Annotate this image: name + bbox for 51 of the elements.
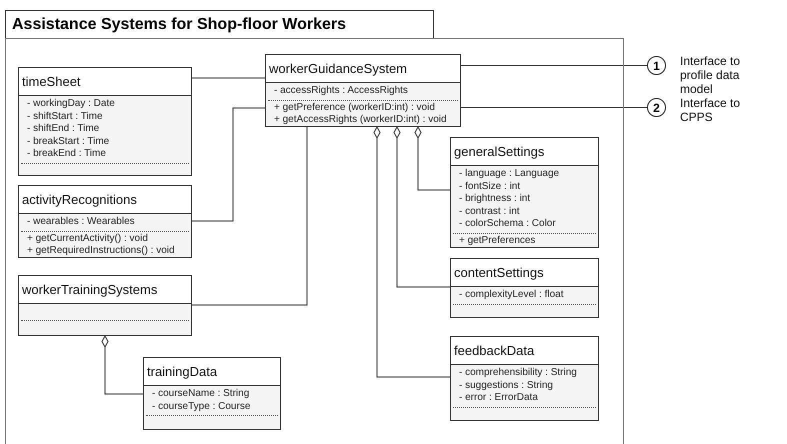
class-box <box>265 54 461 127</box>
class-attribute: - breakEnd : Time <box>27 148 107 161</box>
interface-label: Interface to CPPS <box>680 96 742 124</box>
class-box <box>450 258 599 318</box>
class-name: contentSettings <box>454 266 544 279</box>
class-box <box>18 185 192 258</box>
class-box <box>450 137 599 248</box>
connector <box>394 126 450 288</box>
class-attribute: - accessRights : AccessRights <box>274 85 409 98</box>
class-attribute: - shiftEnd : Time <box>27 123 100 136</box>
class-method: + getPreferences <box>459 234 536 248</box>
class-box <box>143 357 281 430</box>
class-name: workerTrainingSystems <box>22 283 158 296</box>
class-attribute: - breakStart : Time <box>27 136 110 148</box>
class-method: + getCurrentActivity() : void <box>27 232 149 246</box>
connector <box>192 126 308 306</box>
class-attribute: - shiftStart : Time <box>27 110 104 124</box>
class-method: + getRequiredInstructions() : void <box>27 245 176 258</box>
class-attribute: - brightness : int <box>459 193 532 206</box>
connector <box>460 107 648 108</box>
class-name: workerGuidanceSystem <box>269 62 407 75</box>
class-attribute: - fontSize : int <box>459 180 522 194</box>
class-box <box>18 67 192 176</box>
class-attribute: - contrast : int <box>459 206 521 218</box>
class-box <box>18 275 192 336</box>
class-attribute: - courseName : String <box>152 388 250 401</box>
class-attribute: - colorSchema : Color <box>459 218 557 231</box>
class-attribute: - complexityLevel : float <box>459 289 564 302</box>
class-attribute: - language : Language <box>459 168 560 181</box>
class-attribute: - courseType : Course <box>152 400 252 414</box>
class-attribute: - wearables : Wearables <box>27 216 136 229</box>
uml-package <box>5 10 624 444</box>
package-title: Assistance Systems for Shop-floor Workers <box>5 10 434 39</box>
connector <box>192 108 266 222</box>
class-attribute: - error : ErrorData <box>459 392 539 405</box>
class-box <box>450 336 599 421</box>
class-method: + getPreference (workerID:int) : void <box>274 102 436 114</box>
class-name: trainingData <box>147 365 218 378</box>
class-attribute: - suggestions : String <box>459 380 554 392</box>
interface-label: Interface to profile data model <box>680 54 742 96</box>
class-method: + getAccessRights (workerID:int) : void <box>274 114 448 127</box>
class-attribute: - workingDay : Date <box>27 98 116 111</box>
class-name: generalSettings <box>454 145 544 158</box>
connector <box>414 126 450 190</box>
class-name: timeSheet <box>22 75 81 88</box>
class-name: activityRecognitions <box>22 193 137 206</box>
class-name: feedbackData <box>454 344 534 357</box>
connector <box>374 126 450 378</box>
connector <box>102 336 144 394</box>
connector <box>460 65 648 66</box>
class-attribute: - comprehensibility : String <box>459 367 578 380</box>
